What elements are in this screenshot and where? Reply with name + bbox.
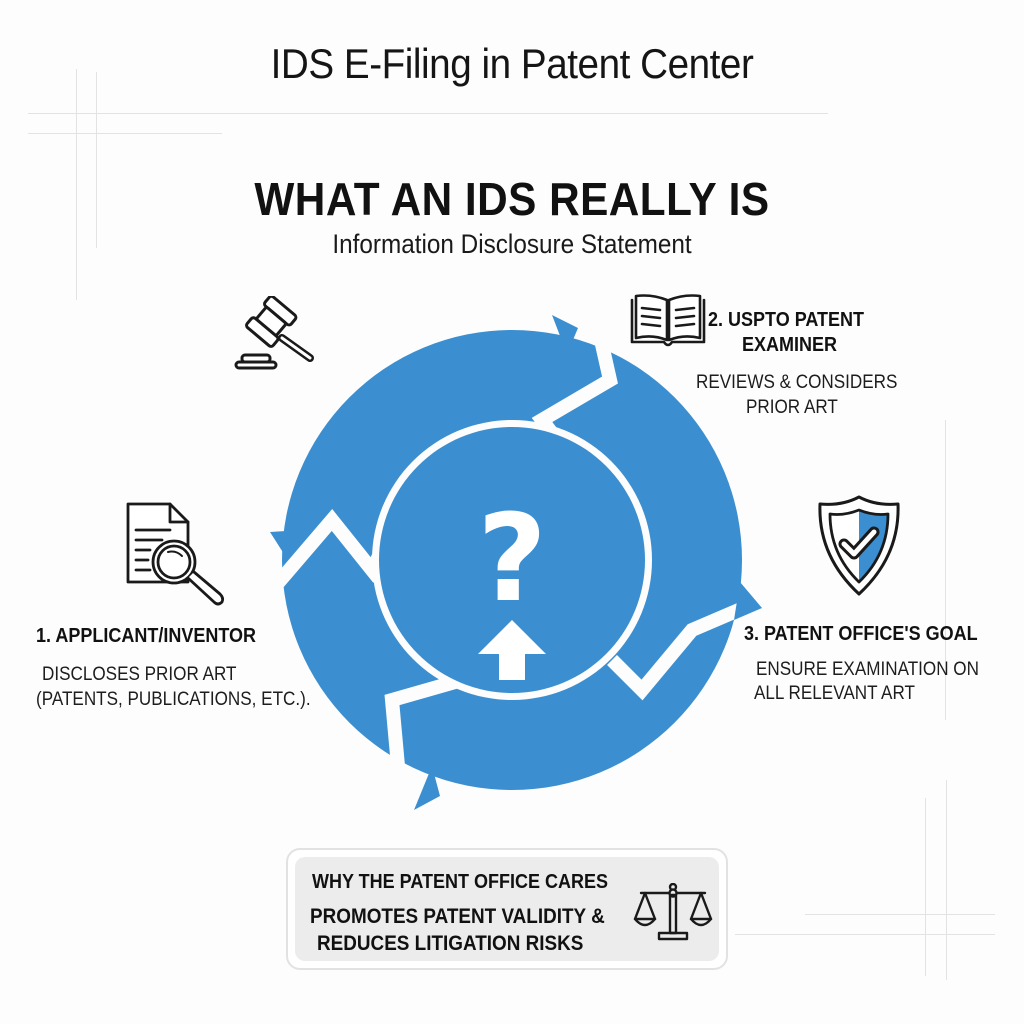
- step-3-desc-line-1: ENSURE EXAMINATION ON: [756, 659, 979, 680]
- gavel-icon: [234, 296, 314, 370]
- open-book-icon: [630, 294, 706, 347]
- why-box-title: WHY THE PATENT OFFICE CARES: [312, 871, 609, 893]
- step-2-title-line-2: EXAMINER: [742, 334, 838, 356]
- step-1-desc-line-2: (PATENTS, PUBLICATIONS, ETC.).: [36, 689, 311, 710]
- step-1-desc-line-1: DISCLOSES PRIOR ART: [42, 664, 237, 685]
- question-mark-icon: ?: [477, 490, 547, 629]
- why-box: WHY THE PATENT OFFICE CARES PROMOTES PAT…: [286, 848, 728, 970]
- headline: WHAT AN IDS REALLY IS: [254, 173, 770, 225]
- why-box-body-line-2: REDUCES LITIGATION RISKS: [317, 932, 584, 955]
- step-1-title: 1. APPLICANT/INVENTOR: [36, 625, 257, 647]
- step-2-desc-line-2: PRIOR ART: [746, 397, 838, 418]
- cycle-diagram: ?: [266, 310, 762, 810]
- why-box-inner: WHY THE PATENT OFFICE CARES PROMOTES PAT…: [295, 857, 719, 961]
- page-title: IDS E-Filing in Patent Center: [270, 40, 754, 87]
- subheadline: Information Disclosure Statement: [332, 229, 692, 259]
- decor-line: [945, 420, 946, 720]
- decor-line: [925, 798, 926, 976]
- decor-line: [805, 914, 995, 915]
- decor-line: [28, 113, 828, 114]
- step-2-title-line-1: 2. USPTO PATENT: [708, 309, 865, 331]
- step-3-desc-line-2: ALL RELEVANT ART: [754, 683, 915, 704]
- document-search-icon: [126, 502, 225, 606]
- decor-line: [28, 133, 222, 134]
- shield-check-icon: [818, 495, 900, 596]
- up-arrow-icon: [478, 620, 546, 680]
- scales-of-justice-icon: [633, 883, 713, 941]
- decor-line: [76, 69, 77, 300]
- step-2-desc-line-1: REVIEWS & CONSIDERS: [696, 372, 898, 393]
- step-3-title: 3. PATENT OFFICE'S GOAL: [744, 623, 978, 645]
- decor-line: [735, 934, 995, 935]
- decor-line: [946, 780, 947, 980]
- decor-line: [96, 72, 97, 248]
- why-box-body-line-1: PROMOTES PATENT VALIDITY &: [310, 905, 605, 928]
